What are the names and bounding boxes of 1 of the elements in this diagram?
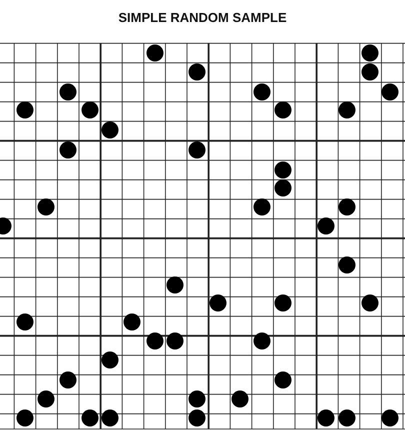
diagram-title: SIMPLE RANDOM SAMPLE (117, 10, 288, 25)
